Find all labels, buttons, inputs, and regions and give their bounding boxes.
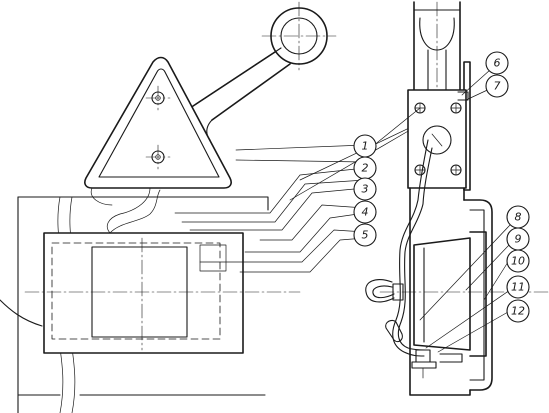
callout-balloon-1: 1 [353, 134, 377, 158]
callout-label-2: 2 [362, 162, 369, 175]
callout-balloon-3: 3 [353, 177, 377, 201]
callout-label-6: 6 [494, 57, 501, 70]
rear-lamp-front-view [24, 189, 301, 354]
callout-balloon-9: 9 [506, 227, 530, 251]
leader-lines [174, 119, 427, 273]
callout-label-3: 3 [362, 183, 369, 196]
callout-label-7: 7 [494, 80, 501, 93]
callout-balloon-7: 7 [485, 74, 509, 98]
callout-balloon-10: 10 [506, 249, 530, 273]
callout-label-4: 4 [362, 206, 369, 219]
callout-label-5: 5 [362, 229, 369, 242]
callout-label-8: 8 [515, 211, 522, 224]
callout-balloon-6: 6 [485, 51, 509, 75]
callout-balloon-11: 11 [506, 275, 530, 299]
callout-balloon-12: 12 [506, 299, 530, 323]
callout-balloon-5: 5 [353, 223, 377, 247]
callout-label-10: 10 [511, 255, 525, 268]
wire-lines [106, 187, 151, 234]
callout-label-1: 1 [362, 140, 369, 153]
callout-leaders [372, 69, 511, 353]
reflector-triangle [84, 56, 232, 206]
side-section [365, 1, 549, 396]
bolt-heads [414, 102, 462, 176]
callout-balloon-2: 2 [353, 156, 377, 180]
callout-label-12: 12 [511, 305, 525, 318]
callout-label-11: 11 [511, 281, 525, 294]
bracket-arm [182, 1, 337, 141]
callout-label-9: 9 [515, 233, 522, 246]
callout-balloon-4: 4 [353, 200, 377, 224]
callout-balloon-8: 8 [506, 205, 530, 229]
